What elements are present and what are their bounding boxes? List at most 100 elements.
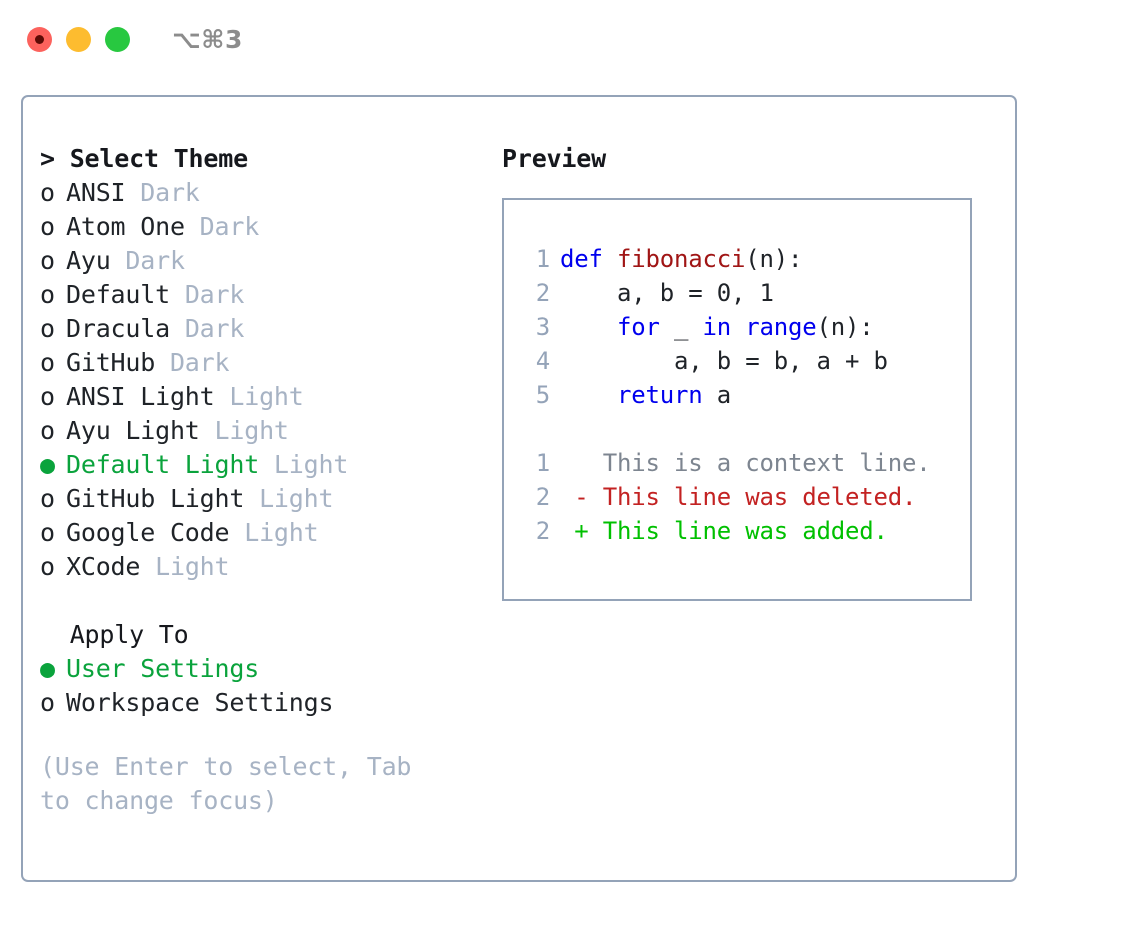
radio-unselected-icon: o: [40, 518, 55, 547]
theme-option-label: GitHub: [66, 348, 156, 377]
diff-line-context: 1 This is a context line.: [504, 446, 970, 480]
apply-to-option-label: Workspace Settings: [66, 688, 334, 717]
code-token-plain: [560, 313, 617, 341]
radio-unselected-icon: o: [40, 178, 55, 207]
code-line: 4 a, b = b, a + b: [504, 344, 970, 378]
minimize-window-button[interactable]: [66, 26, 91, 52]
code-token-plain: _: [659, 313, 703, 341]
theme-option-tag: Dark: [110, 246, 185, 275]
code-line-number: 4: [535, 347, 550, 375]
code-line: 3 for _ in range(n):: [504, 310, 970, 344]
code-token-plain: a, b = b, a + b: [560, 347, 888, 375]
theme-option-tag: Dark: [169, 314, 245, 343]
list-spacer: [40, 584, 490, 618]
theme-option-label: Default Light: [66, 450, 260, 479]
code-line-number: 1: [535, 245, 550, 273]
keyboard-shortcut-badge: ⌥⌘3: [172, 24, 243, 54]
code-line-number: 3: [535, 313, 550, 341]
theme-option-tag: Light: [229, 518, 319, 547]
window-titlebar: ⌥⌘3: [0, 0, 1140, 78]
diff-line-add: 2 + This line was added.: [504, 514, 970, 548]
theme-option-label: XCode: [66, 552, 141, 581]
diff-line-number: 2: [535, 517, 550, 545]
code-token-plain: a: [702, 381, 731, 409]
code-token-kw: range: [745, 313, 817, 341]
theme-option-label: Google Code: [66, 518, 230, 547]
code-line: 1 def fibonacci(n):: [504, 242, 970, 276]
code-token-plain: a, b = 0, 1: [560, 279, 774, 307]
radio-unselected-icon: o: [40, 382, 55, 411]
theme-option-default-light[interactable]: ● Default Light Light: [40, 448, 490, 482]
theme-option-ayu[interactable]: o Ayu Dark: [40, 244, 490, 278]
code-token-kw: in: [702, 313, 732, 341]
theme-option-google-code[interactable]: o Google Code Light: [40, 516, 490, 550]
code-token-kw: def: [560, 245, 617, 273]
theme-option-ansi[interactable]: o ANSI Dark: [40, 176, 490, 210]
theme-option-tag: Light: [199, 416, 289, 445]
theme-option-tag: Light: [259, 450, 349, 479]
code-line: 5 return a: [504, 378, 970, 412]
theme-option-label: ANSI Light: [66, 382, 215, 411]
theme-option-label: Ayu Light: [66, 416, 200, 445]
theme-option-label: GitHub Light: [66, 484, 245, 513]
theme-option-tag: Dark: [184, 212, 260, 241]
radio-unselected-icon: o: [40, 552, 55, 581]
apply-to-option-workspace-settings[interactable]: o Workspace Settings: [40, 686, 490, 720]
apply-to-option-user-settings[interactable]: ● User Settings: [40, 652, 490, 686]
diff-line-text: + This line was added.: [560, 517, 888, 545]
radio-unselected-icon: o: [40, 314, 55, 343]
close-window-button[interactable]: [27, 26, 52, 52]
theme-option-label: Dracula: [66, 314, 170, 343]
keyboard-hint-text: (Use Enter to select, Tab to change focu…: [40, 752, 412, 815]
theme-option-dracula[interactable]: o Dracula Dark: [40, 312, 490, 346]
radio-unselected-icon: o: [40, 484, 55, 513]
apply-to-option-list[interactable]: ● User Settings o Workspace Settings: [40, 652, 490, 720]
apply-to-option-label: User Settings: [66, 654, 260, 683]
diff-sample: 1 This is a context line. 2 - This line w…: [504, 446, 970, 548]
code-token-plain: [560, 381, 617, 409]
code-token-plain: [731, 313, 745, 341]
theme-option-atom-one[interactable]: o Atom One Dark: [40, 210, 490, 244]
theme-option-tag: Dark: [169, 280, 245, 309]
theme-option-label: Atom One: [66, 212, 185, 241]
radio-selected-icon: ●: [40, 450, 55, 479]
theme-option-tag: Dark: [125, 178, 200, 207]
radio-unselected-icon: o: [40, 246, 55, 275]
radio-selected-icon: ●: [40, 654, 55, 683]
theme-option-tag: Light: [214, 382, 304, 411]
code-token-fn: fibonacci: [617, 245, 746, 273]
traffic-light-group: [27, 26, 130, 52]
theme-option-label: Default: [66, 280, 170, 309]
theme-option-label: ANSI: [66, 178, 126, 207]
code-line: 2 a, b = 0, 1: [504, 276, 970, 310]
apply-to-header: Apply To: [40, 620, 189, 649]
theme-option-tag: Light: [244, 484, 334, 513]
diff-line-number: 2: [535, 483, 550, 511]
radio-unselected-icon: o: [40, 688, 55, 717]
theme-option-ayu-light[interactable]: o Ayu Light Light: [40, 414, 490, 448]
diff-line-text: - This line was deleted.: [560, 483, 917, 511]
code-line-number: 2: [535, 279, 550, 307]
theme-option-ansi-light[interactable]: o ANSI Light Light: [40, 380, 490, 414]
radio-unselected-icon: o: [40, 416, 55, 445]
preview-title: Preview: [502, 144, 606, 173]
theme-option-github-light[interactable]: o GitHub Light Light: [40, 482, 490, 516]
diff-line-number: 1: [535, 449, 550, 477]
radio-unselected-icon: o: [40, 212, 55, 241]
theme-option-label: Ayu: [66, 246, 111, 275]
code-diff-spacer: [504, 412, 970, 446]
theme-option-tag: Dark: [155, 348, 230, 377]
code-token-kw: for: [617, 313, 660, 341]
maximize-window-button[interactable]: [105, 26, 130, 52]
code-token-plain: (n):: [745, 245, 803, 273]
